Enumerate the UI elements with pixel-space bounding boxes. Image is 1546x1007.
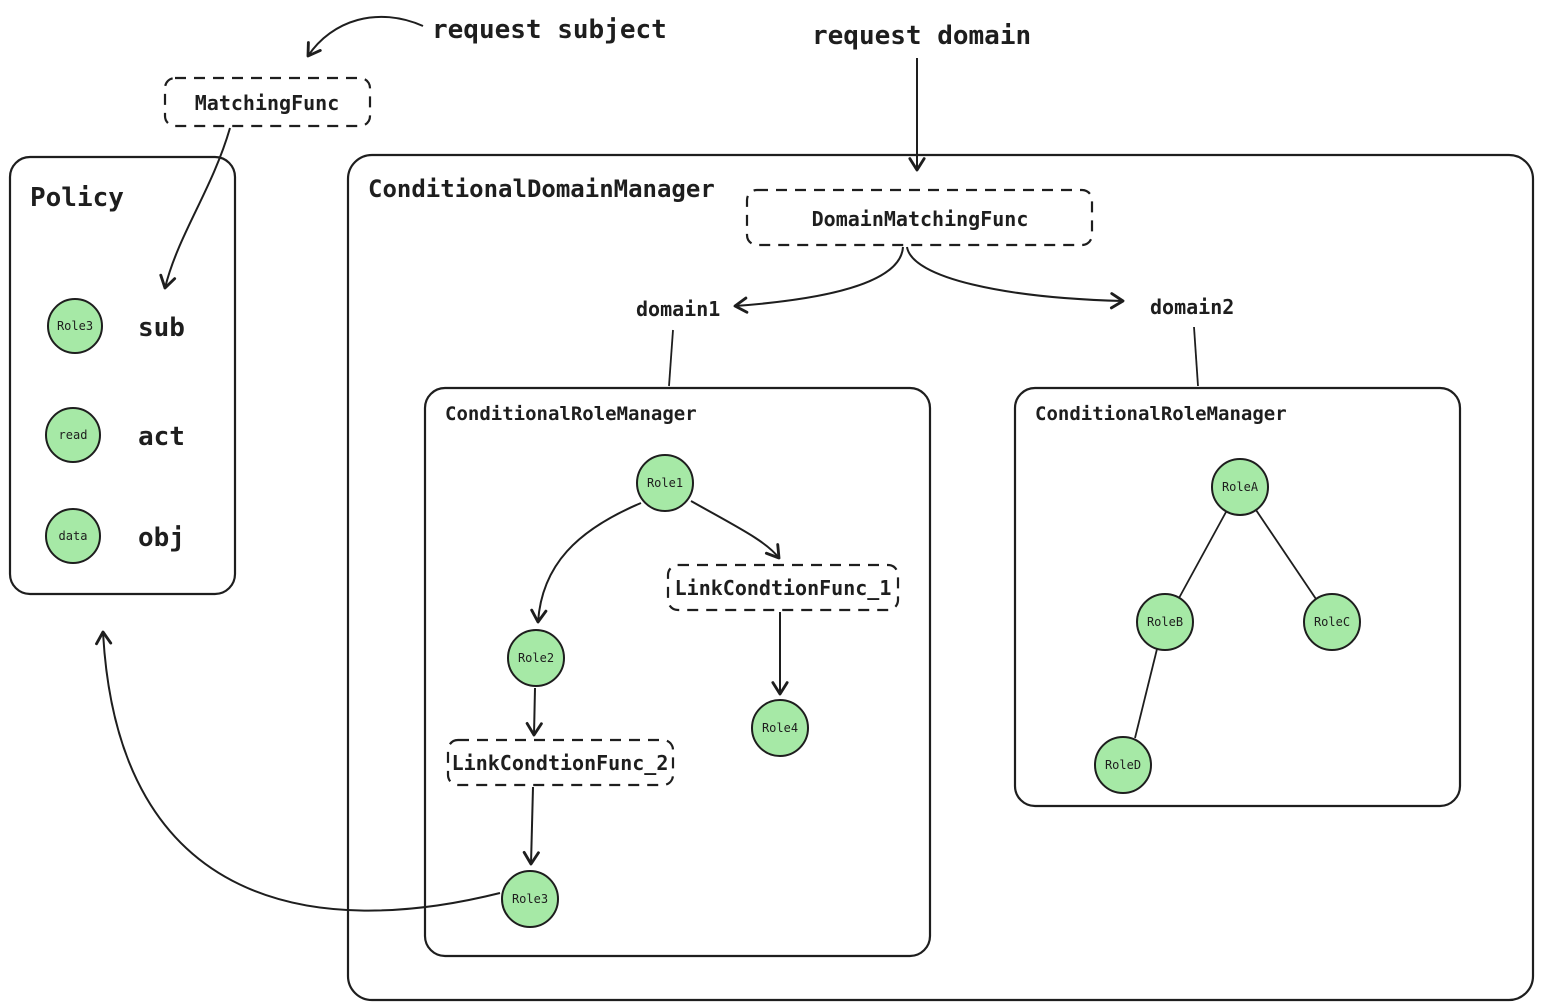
request-subject-arrow <box>306 15 424 58</box>
policy-title: Policy <box>30 183 124 213</box>
policy-box <box>8 155 237 596</box>
split-arrow-domain2 <box>906 246 1125 310</box>
role-manager-domain2-box <box>1013 386 1462 808</box>
policy-sub-field-label: sub <box>138 313 185 343</box>
policy-act-node-label: read <box>59 428 88 442</box>
policy-sub-node <box>47 298 103 354</box>
roleA-to-roleC-line <box>1255 509 1317 600</box>
domain-matching-func-label: DomainMatchingFunc <box>812 207 1029 231</box>
policy-act-field-label: act <box>138 422 185 452</box>
role2-node-label: Role2 <box>518 651 554 665</box>
role1-node-label: Role1 <box>647 476 683 490</box>
link-condition-func2-label: LinkCondtionFunc_2 <box>452 751 669 775</box>
role2-node <box>507 629 565 687</box>
matching-func-to-sub-arrow <box>159 127 231 290</box>
roleD-node-label: RoleD <box>1105 758 1141 772</box>
policy-obj-node-label: data <box>59 529 88 543</box>
roleB-node <box>1136 593 1194 651</box>
split-arrow-domain1 <box>733 246 904 314</box>
role3-node-label: Role3 <box>512 892 548 906</box>
link-func2-to-role3-arrow <box>522 786 540 866</box>
role3-node <box>501 870 559 928</box>
matching-func-label: MatchingFunc <box>195 91 340 115</box>
role2-to-link-func2-arrow <box>525 687 543 737</box>
role1-node <box>636 454 694 512</box>
policy-obj-field-label: obj <box>138 523 185 553</box>
conditional-domain-manager-box <box>346 153 1535 1002</box>
request-subject-label: request subject <box>432 15 667 45</box>
link-condition-func1-label: LinkCondtionFunc_1 <box>675 576 892 600</box>
role-manager-domain1-title: ConditionalRoleManager <box>445 403 697 425</box>
matching-func-box <box>163 76 372 128</box>
role3-to-policy-arrow <box>95 630 501 912</box>
roleD-node <box>1094 736 1152 794</box>
conditional-domain-manager-title: ConditionalDomainManager <box>368 175 715 203</box>
domain1-label: domain1 <box>636 297 720 321</box>
request-domain-label: request domain <box>812 21 1031 51</box>
domain2-connector-line <box>1193 326 1199 387</box>
policy-obj-node <box>45 508 101 564</box>
roleA-node-label: RoleA <box>1222 480 1259 494</box>
role1-to-link-func1-arrow <box>690 500 781 560</box>
policy-act-node <box>45 407 101 463</box>
role-manager-domain2-title: ConditionalRoleManager <box>1035 403 1287 425</box>
roleA-to-roleB-line <box>1178 511 1227 599</box>
domain1-connector-line <box>668 329 674 387</box>
domain2-label: domain2 <box>1150 295 1234 319</box>
domain-matching-func-box <box>745 188 1094 247</box>
role-manager-domain1-box <box>423 386 932 958</box>
link-condition-func2-box <box>446 738 675 787</box>
policy-sub-node-label: Role3 <box>57 319 93 333</box>
role1-to-role2-arrow <box>530 502 642 624</box>
roleA-node <box>1211 458 1269 516</box>
roleB-node-label: RoleB <box>1147 615 1183 629</box>
role4-node-label: Role4 <box>762 721 798 735</box>
roleB-to-roleD-line <box>1134 648 1158 739</box>
roleC-node <box>1303 593 1361 651</box>
link-condition-func1-box <box>666 563 900 612</box>
role4-node <box>751 699 809 757</box>
roleC-node-label: RoleC <box>1314 615 1350 629</box>
